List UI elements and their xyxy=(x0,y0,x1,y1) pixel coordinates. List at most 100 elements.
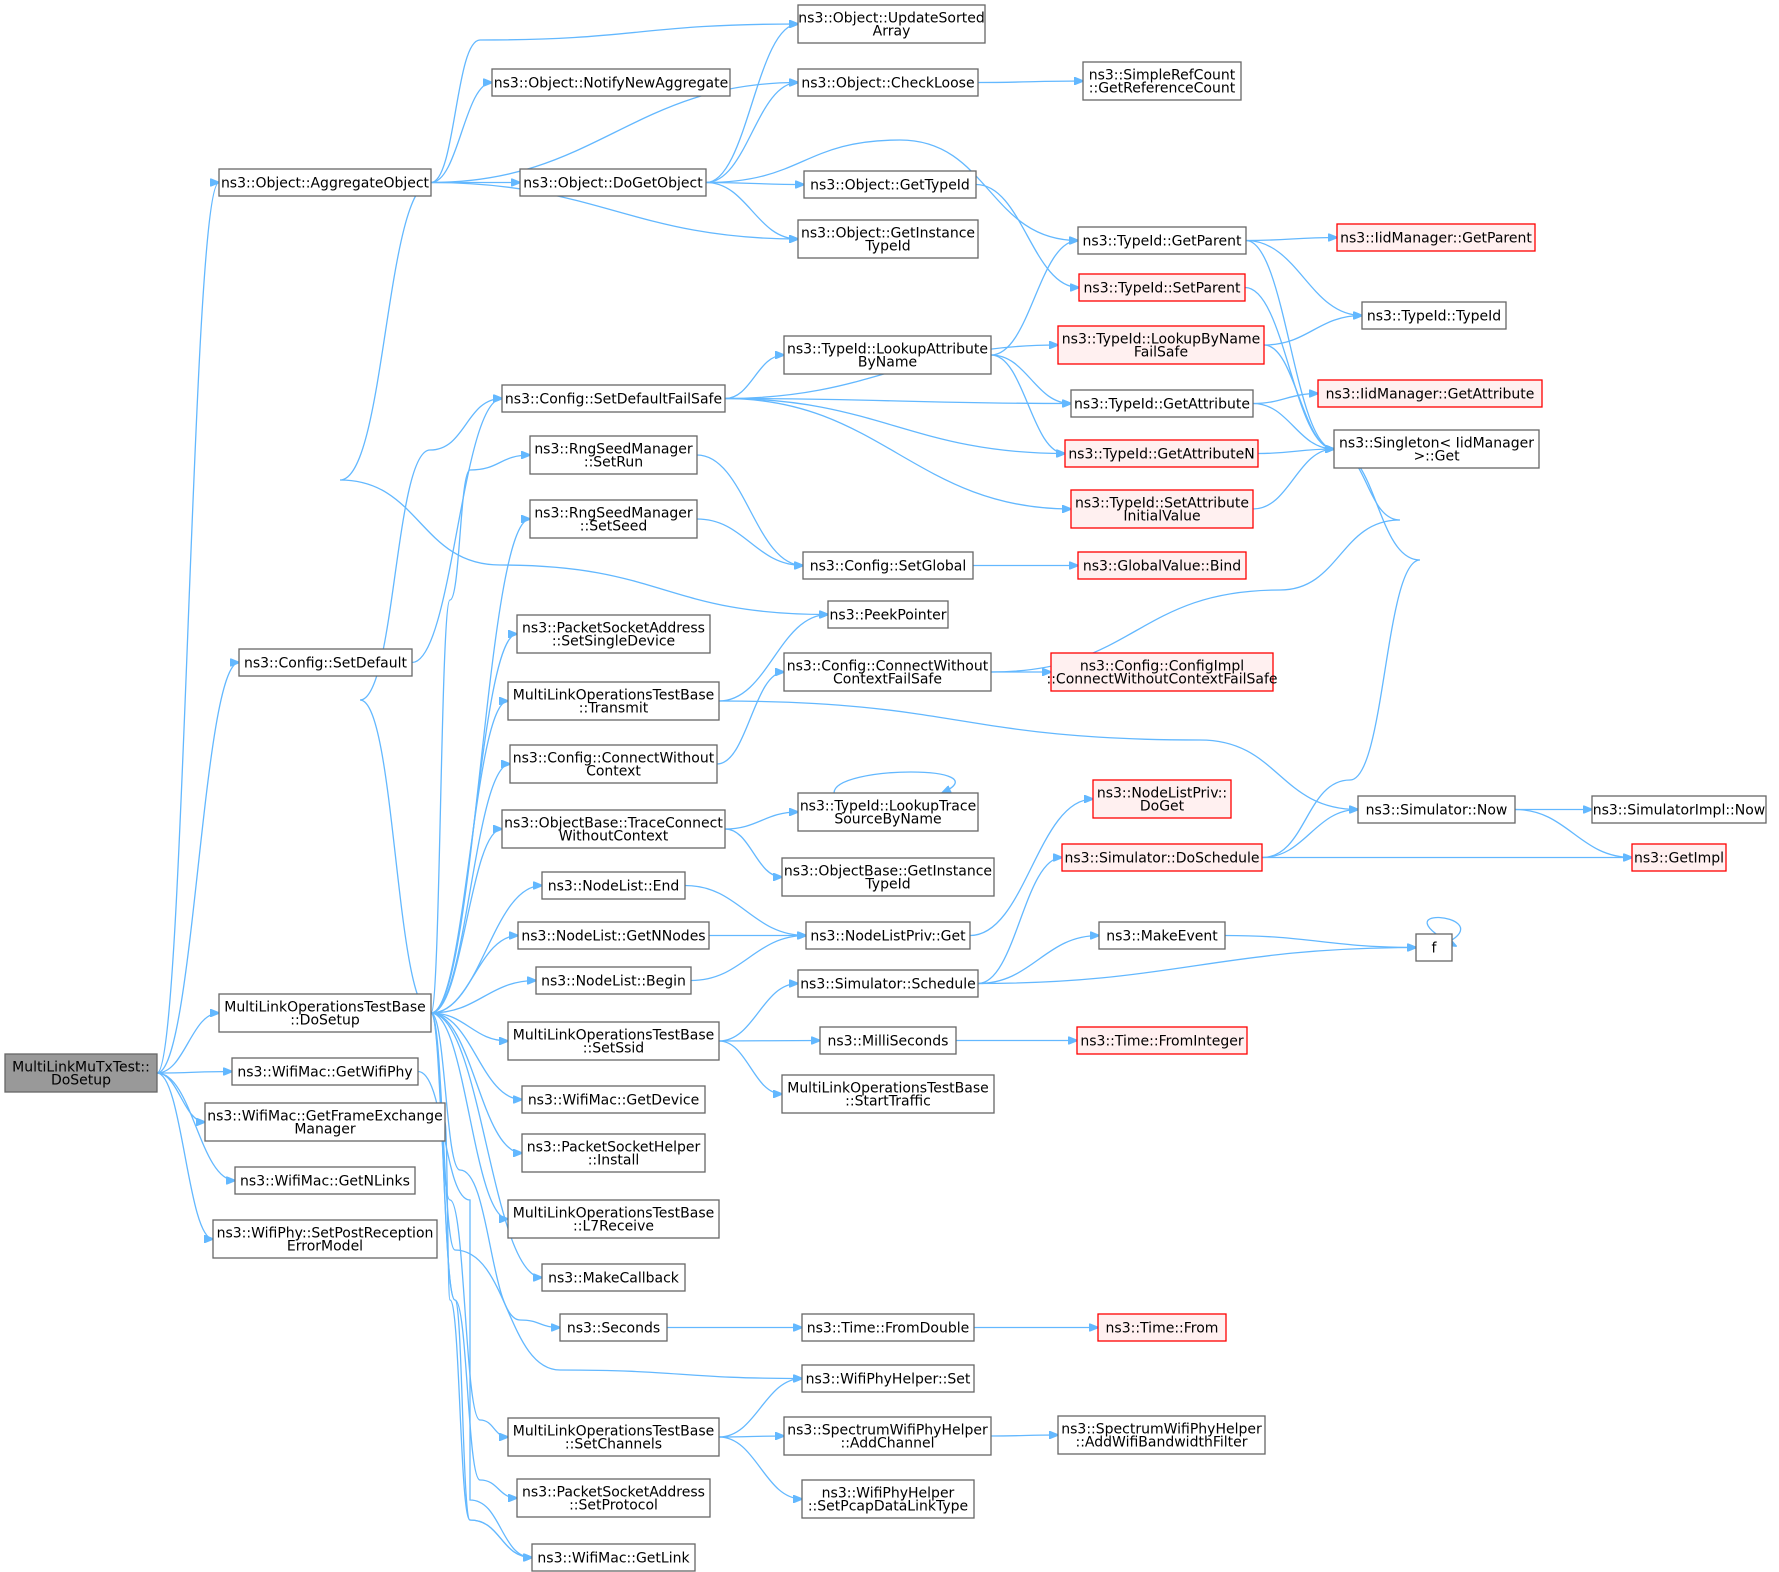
node-peekpointer[interactable]: ns3::PeekPointer xyxy=(827,600,949,629)
node-iidgetattr[interactable]: ns3::IidManager::GetAttribute xyxy=(1317,379,1543,408)
node-box xyxy=(1070,489,1254,529)
node-pssetsingle[interactable]: ns3::PacketSocketAddress::SetSingleDevic… xyxy=(516,614,711,654)
node-connwoctx[interactable]: ns3::Config::ConnectWithoutContext xyxy=(509,744,718,784)
node-simnow[interactable]: ns3::Simulator::Now xyxy=(1357,795,1516,824)
node-swphaddbw[interactable]: ns3::SpectrumWifiPhyHelper::AddWifiBandw… xyxy=(1057,1415,1266,1455)
node-tidgetattr[interactable]: ns3::TypeId::GetAttribute xyxy=(1070,389,1254,418)
node-simschedule[interactable]: ns3::Simulator::Schedule xyxy=(797,969,979,998)
node-setdefaultfs[interactable]: ns3::Config::SetDefaultFailSafe xyxy=(501,384,726,413)
node-simdoschedule[interactable]: ns3::Simulator::DoSchedule xyxy=(1061,843,1263,872)
node-timefromdouble[interactable]: ns3::Time::FromDouble xyxy=(801,1313,975,1342)
node-label: ns3::Config::SetDefault xyxy=(244,656,408,672)
node-seconds[interactable]: ns3::Seconds xyxy=(559,1313,668,1342)
edge-mlodosetup-to-pssetproto xyxy=(430,1012,517,1498)
node-milliseconds[interactable]: ns3::MilliSeconds xyxy=(819,1026,957,1055)
node-simimplnow[interactable]: ns3::SimulatorImpl::Now xyxy=(1591,795,1767,824)
node-mlostarttraffic[interactable]: MultiLinkOperationsTestBase::StartTraffi… xyxy=(781,1074,995,1114)
node-tidtypeid[interactable]: ns3::TypeId::TypeId xyxy=(1361,301,1507,330)
node-tidsetparent[interactable]: ns3::TypeId::SetParent xyxy=(1078,273,1246,302)
node-srcgetref[interactable]: ns3::SimpleRefCount::GetReferenceCount xyxy=(1082,61,1242,101)
node-notifynewagg[interactable]: ns3::Object::NotifyNewAggregate xyxy=(491,68,731,97)
node-gettypeid[interactable]: ns3::Object::GetTypeId xyxy=(803,170,977,199)
edge-root-to-getnlinks xyxy=(156,1072,235,1181)
node-nlend[interactable]: ns3::NodeList::End xyxy=(541,871,686,900)
node-label: WithoutContext xyxy=(559,829,669,845)
node-tidgetattrn[interactable]: ns3::TypeId::GetAttributeN xyxy=(1064,439,1259,468)
node-box xyxy=(218,168,432,197)
edge-setdefaultfs-to-tidgetattr xyxy=(724,397,1071,404)
node-getwifiphy[interactable]: ns3::WifiMac::GetWifiPhy xyxy=(231,1057,419,1086)
node-iidgetparent[interactable]: ns3::IidManager::GetParent xyxy=(1336,223,1536,252)
node-connwoctxfs[interactable]: ns3::Config::ConnectWithoutContextFailSa… xyxy=(783,652,992,692)
node-wphpcap[interactable]: ns3::WifiPhyHelper::SetPcapDataLinkType xyxy=(801,1479,975,1519)
node-f[interactable]: f xyxy=(1415,933,1453,962)
node-label: ns3::TypeId::LookupByName xyxy=(1062,332,1260,348)
node-setglobal[interactable]: ns3::Config::SetGlobal xyxy=(802,551,974,580)
node-label: MultiLinkOperationsTestBase xyxy=(513,1028,715,1044)
node-singletonget[interactable]: ns3::Singleton< IidManager >::Get xyxy=(1333,429,1540,469)
node-label: >::Get xyxy=(1413,449,1460,465)
node-nlpget[interactable]: ns3::NodeListPriv::Get xyxy=(805,921,971,950)
node-label: ns3::SpectrumWifiPhyHelper xyxy=(787,1423,988,1439)
node-label: ns3::RngSeedManager xyxy=(534,506,693,522)
node-getlink[interactable]: ns3::WifiMac::GetLink xyxy=(531,1543,696,1572)
node-mlosetchannels[interactable]: MultiLinkOperationsTestBase::SetChannels xyxy=(507,1417,720,1457)
node-label: ::SetRun xyxy=(584,455,643,471)
node-label: ns3::Simulator::Schedule xyxy=(800,977,976,993)
node-label: Manager xyxy=(294,1122,356,1138)
node-label: ns3::GetImpl xyxy=(1634,851,1724,867)
node-checkloose[interactable]: ns3::Object::CheckLoose xyxy=(797,68,979,97)
node-nlpdoget[interactable]: ns3::NodeListPriv::DoGet xyxy=(1092,779,1232,819)
node-root[interactable]: MultiLinkMuTxTest::DoSetup xyxy=(4,1053,158,1093)
node-aggobj[interactable]: ns3::Object::AggregateObject xyxy=(218,168,432,197)
node-label: ns3::Config::ConnectWithout xyxy=(513,751,715,767)
edge-obtraceconn-to-lookuptrace xyxy=(724,812,798,830)
edge-checkloose-to-srcgetref xyxy=(977,81,1083,83)
node-setdefault[interactable]: ns3::Config::SetDefault xyxy=(238,648,413,677)
node-makeevent[interactable]: ns3::MakeEvent xyxy=(1098,921,1226,950)
node-box xyxy=(501,384,726,413)
node-makecallback[interactable]: ns3::MakeCallback xyxy=(541,1263,686,1292)
node-wphset[interactable]: ns3::WifiPhyHelper::Set xyxy=(801,1364,975,1393)
node-getnlinks[interactable]: ns3::WifiMac::GetNLinks xyxy=(234,1166,416,1195)
node-gvbind[interactable]: ns3::GlobalValue::Bind xyxy=(1077,551,1247,580)
node-timefrominteger[interactable]: ns3::Time::FromInteger xyxy=(1076,1026,1248,1055)
node-tidgetparent[interactable]: ns3::TypeId::GetParent xyxy=(1077,226,1247,255)
edge-root-to-getwifiphy xyxy=(156,1072,232,1074)
edge-mlodosetup-to-mlotransmit xyxy=(430,701,508,1014)
node-getdevice[interactable]: ns3::WifiMac::GetDevice xyxy=(521,1085,706,1114)
node-timefrom[interactable]: ns3::Time::From xyxy=(1097,1313,1227,1342)
node-mlol7rx[interactable]: MultiLinkOperationsTestBase::L7Receive xyxy=(507,1199,720,1239)
node-rngsetrun[interactable]: ns3::RngSeedManager::SetRun xyxy=(529,435,698,475)
node-swphaddch[interactable]: ns3::SpectrumWifiPhyHelper::AddChannel xyxy=(783,1416,992,1456)
node-mlodosetup[interactable]: MultiLinkOperationsTestBase::DoSetup xyxy=(218,993,432,1033)
node-label: ns3::WifiMac::GetLink xyxy=(537,1551,690,1567)
node-rngsetseed[interactable]: ns3::RngSeedManager::SetSeed xyxy=(529,499,698,539)
node-label: ns3::NodeListPriv::Get xyxy=(810,929,966,945)
node-box xyxy=(517,921,710,950)
node-getimpl[interactable]: ns3::GetImpl xyxy=(1631,843,1727,872)
node-pssetproto[interactable]: ns3::PacketSocketAddress::SetProtocol xyxy=(516,1478,711,1518)
node-label: ::SetSsid xyxy=(583,1041,644,1057)
node-mlotransmit[interactable]: MultiLinkOperationsTestBase::Transmit xyxy=(507,681,720,721)
edge-tidgetparent-to-singletonget xyxy=(1245,239,1334,450)
node-box xyxy=(1077,226,1247,255)
node-nlgetn[interactable]: ns3::NodeList::GetNNodes xyxy=(517,921,710,950)
node-dogetobject[interactable]: ns3::Object::DoGetObject xyxy=(519,168,707,197)
node-pshinstall[interactable]: ns3::PacketSocketHelper::Install xyxy=(521,1133,706,1173)
node-label: ::GetReferenceCount xyxy=(1089,81,1236,97)
node-obtraceconn[interactable]: ns3::ObjectBase::TraceConnectWithoutCont… xyxy=(501,809,726,849)
node-mlosetssid[interactable]: MultiLinkOperationsTestBase::SetSsid xyxy=(507,1021,720,1061)
node-label: ns3::TypeId::GetParent xyxy=(1083,234,1242,250)
node-cfgimplconn[interactable]: ns3::Config::ConfigImpl::ConnectWithoutC… xyxy=(1046,652,1278,692)
node-nlbegin[interactable]: ns3::NodeList::Begin xyxy=(535,966,692,995)
